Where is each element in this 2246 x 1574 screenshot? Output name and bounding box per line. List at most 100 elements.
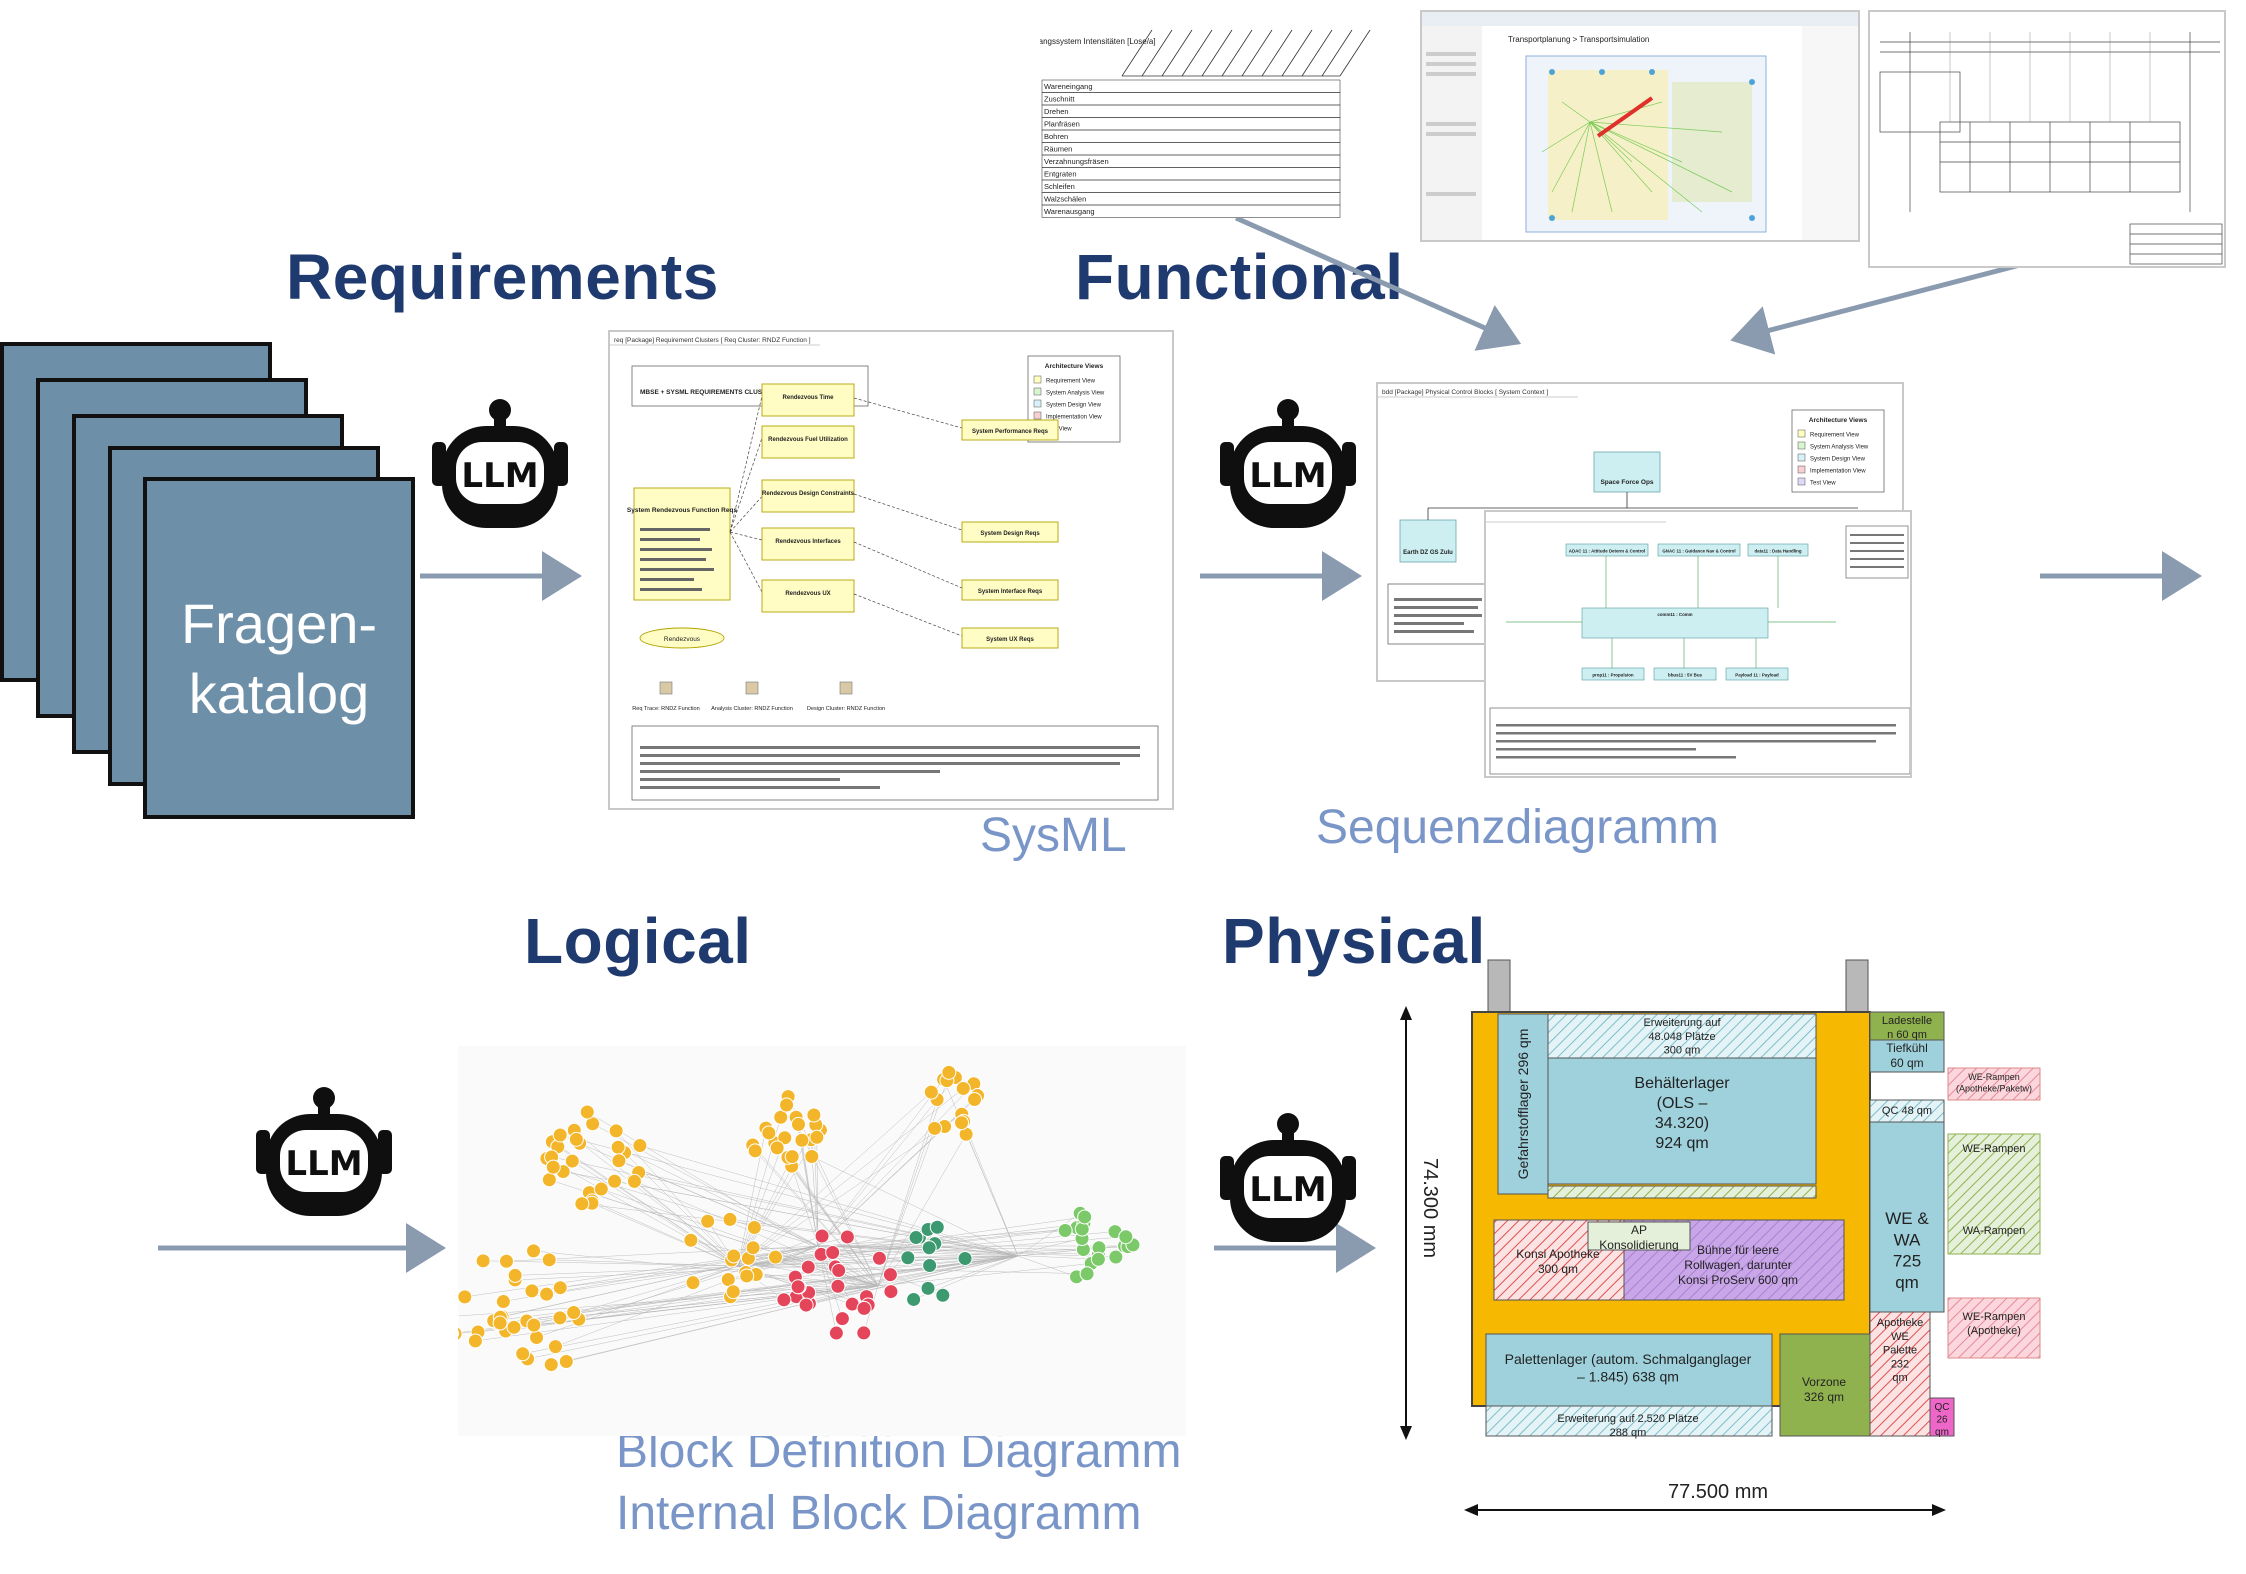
req-diagram-header: req [Package] Requirement Clusters [ Req… [614,337,811,344]
floorplan-area-label: WE-Rampen(Apotheke/Paketw) [1956,1072,2032,1093]
legend-item: Requirement View [1810,433,1860,439]
graph-node [541,1172,557,1188]
graph-node [579,1104,595,1120]
req-child-label: Rendezvous Time [783,395,835,401]
req-target-box [961,627,1059,649]
graph-node [856,1300,872,1316]
ibd-block-label: data11 : Data Handling [1754,549,1801,554]
graph-node [458,1289,473,1305]
graph-node [495,1294,511,1310]
req-child-box [761,579,855,613]
graph-node [541,1252,557,1268]
req-target-box [961,579,1059,601]
graph-node [804,1148,820,1164]
graph-node [929,1219,945,1235]
req-child-box [761,479,855,513]
graph-node [746,1219,762,1235]
legend-item: Test View [1810,481,1836,487]
req-target-box [961,419,1059,441]
graph-node [779,1097,795,1113]
graph-node [526,1243,542,1259]
graph-node [830,1278,846,1294]
svg-text:LLM: LLM [1249,456,1326,496]
graph-node [526,1317,542,1333]
req-child-label: Rendezvous UX [785,591,830,597]
graph-node [1077,1209,1093,1225]
legend-item: System Analysis View [1046,391,1105,397]
graph-node [900,1250,916,1266]
fragenkatalog-card: Fragen- katalog [143,477,415,819]
svg-text:Space Force Ops: Space Force Ops [1600,479,1653,486]
req-bottom-label: Req Trace: RNDZ Function [632,706,699,712]
transport-simulation-thumbnail: Transportplanung > Transportsimulation [1420,10,1860,242]
svg-text:LLM: LLM [285,1144,362,1184]
technical-drawing-thumbnail [1868,10,2226,268]
graph-node [922,1257,938,1273]
legend-item: System Analysis View [1810,445,1869,451]
graph-node [458,1326,463,1341]
req-target-label: System Performance Reqs [972,429,1049,435]
req-bottom-label: Design Cluster: RNDZ Function [807,706,885,712]
graph-node [492,1315,508,1331]
graph-node [568,1131,584,1147]
graph-node [607,1173,623,1189]
area-gefahrstofflager: Gefahrstofflager 296 qm [1515,1029,1531,1180]
ibd-block [1725,667,1789,681]
graph-node [839,1229,855,1245]
graph-node [941,1064,957,1080]
graph-node [871,1250,887,1266]
graph-node [529,1329,545,1345]
floorplan-area-label: WE-Rampen [1963,1143,2026,1155]
svg-text:System Rendezvous Function Req: System Rendezvous Function Reqs [627,507,738,514]
graph-node [1108,1249,1124,1265]
svg-text:LLM: LLM [1249,1170,1326,1210]
graph-node [776,1292,792,1308]
graph-node [883,1284,899,1300]
graph-node [908,1230,924,1246]
svg-text:bdd [Package] Physical Control: bdd [Package] Physical Control Blocks [ … [1382,389,1548,396]
graph-node [539,1286,555,1302]
req-bottom-label: Analysis Cluster: RNDZ Function [711,706,793,712]
caption-sysml: SysML [980,809,1127,862]
graph-node [798,1297,814,1313]
req-target-box [961,521,1059,543]
graph-node [515,1346,531,1362]
heading-logical: Logical [524,905,752,977]
graph-node [683,1232,699,1248]
matrix-row-label: Zuschnitt [1044,95,1075,104]
req-target-label: System Interface Reqs [978,589,1043,595]
req-child-box [761,425,855,459]
req-target-label: System Design Reqs [980,531,1040,537]
req-comment-title: MBSE + SYSML REQUIREMENTS CLUSTER PATTER… [640,389,836,396]
graph-node [574,1196,590,1212]
graph-node [856,1325,872,1341]
graph-node [906,1291,922,1307]
ibd-block [1581,667,1645,681]
graph-node [524,1283,540,1299]
heading-functional: Functional [1075,241,1404,313]
graph-node [1074,1221,1090,1237]
catalog-line-1: Fragen- [180,592,378,655]
floorplan-area-label: WE-Rampen(Apotheke) [1963,1311,2026,1337]
graph-node [747,1143,763,1159]
req-child-label: Rendezvous Interfaces [775,539,841,545]
ibd-block [1653,667,1717,681]
matrix-row-label: Bohren [1044,132,1068,141]
catalog-line-2: katalog [188,662,370,725]
matrix-row-label: Planfräsen [1044,120,1080,129]
graph-node [954,1115,970,1131]
svg-text:Architecture Views: Architecture Views [1045,363,1104,370]
graph-node [1079,1266,1095,1282]
ibd-block [1565,543,1649,557]
matrix-row-label: Verzahnungsfräsen [1044,157,1109,166]
graph-node [739,1268,755,1284]
svg-text:Earth DZ GS Zulu: Earth DZ GS Zulu [1403,550,1453,556]
llm-robot-icon: LLM [256,1087,392,1216]
graph-node [814,1228,830,1244]
graph-node [558,1354,574,1370]
graph-node [828,1325,844,1341]
